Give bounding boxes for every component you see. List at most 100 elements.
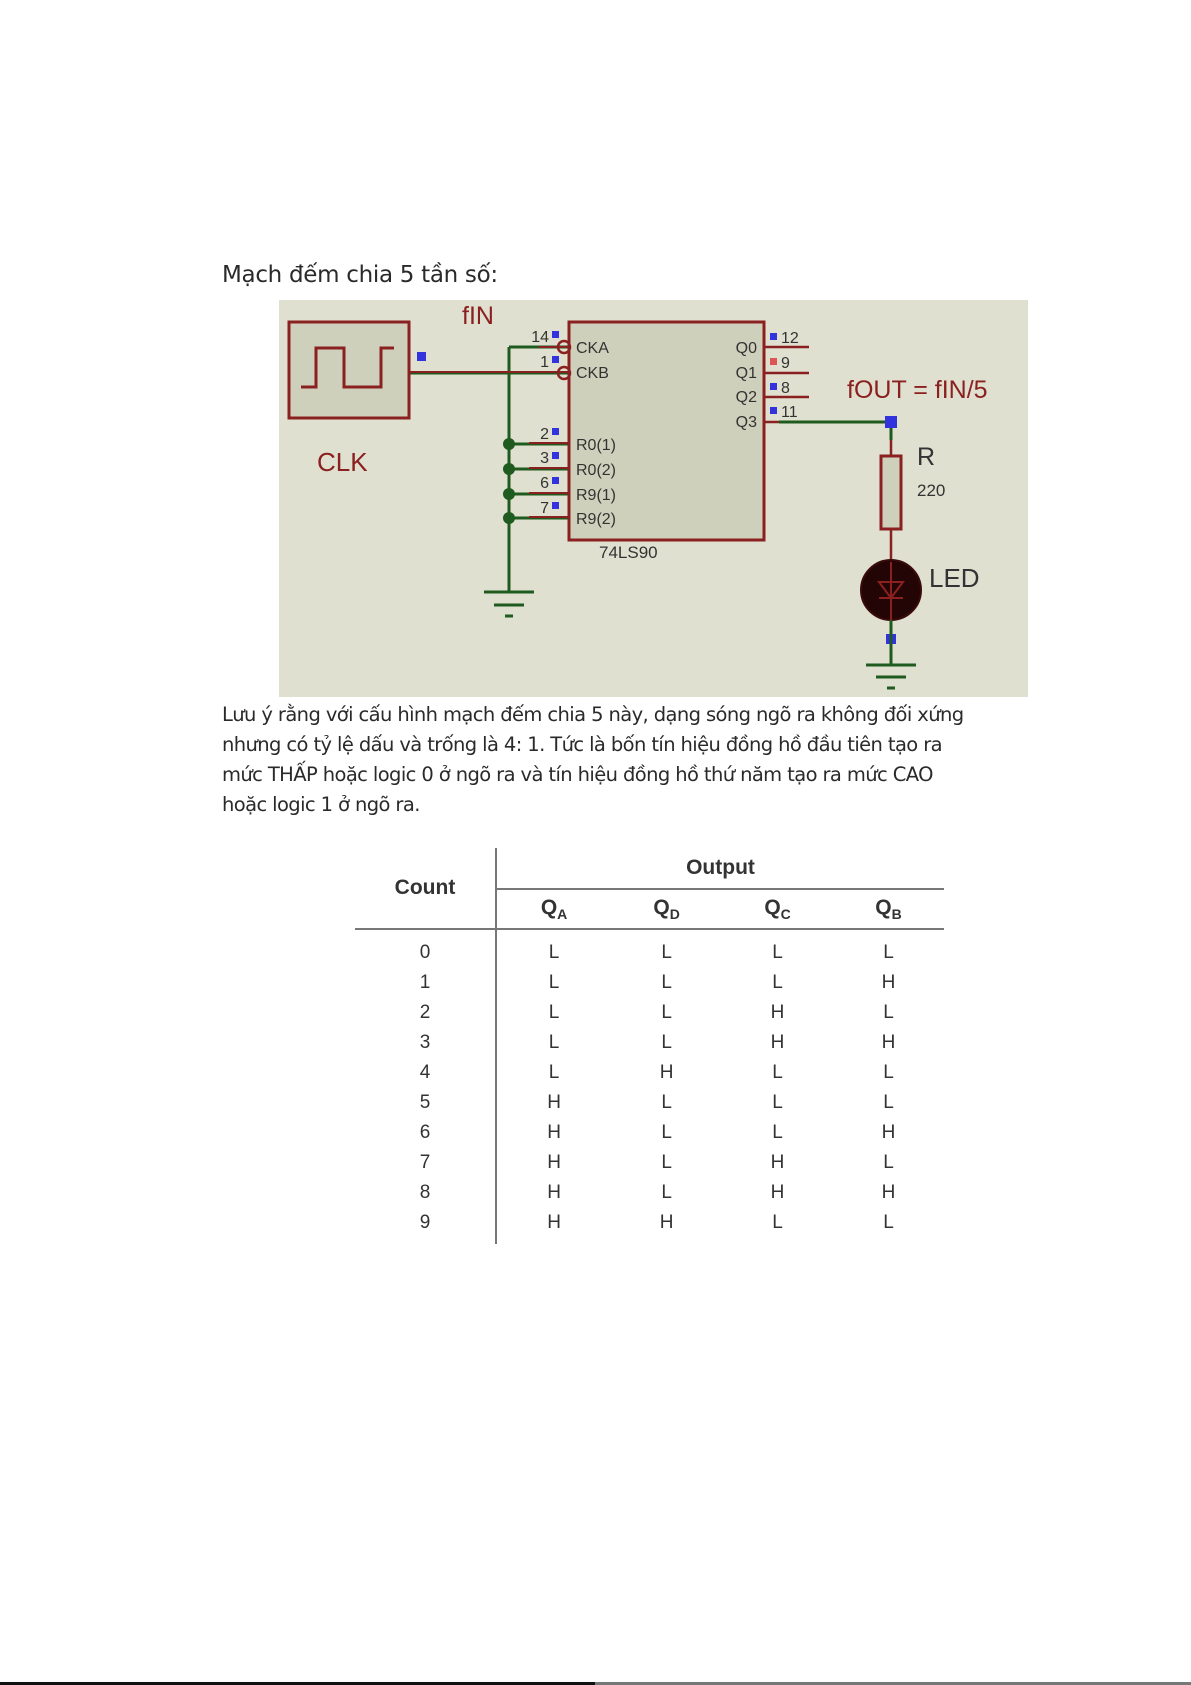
junction-dots (503, 438, 515, 524)
output-cell: H (659, 1212, 674, 1233)
output-cell: L (494, 929, 612, 968)
resistor-value: 220 (917, 481, 945, 500)
output-header: Output (495, 848, 944, 890)
count-cell: 1 (419, 972, 431, 993)
count-cell: 9 (419, 1212, 431, 1233)
pin-number: 14 (531, 329, 549, 346)
paragraph-line: Lưu ý rằng với cấu hình mạch đếm chia 5 … (222, 703, 964, 726)
output-cell: H (881, 972, 896, 993)
count-cell: 5 (419, 1092, 431, 1113)
resistor-label: R (917, 443, 935, 471)
clock-source-icon (287, 320, 411, 420)
circuit-schematic: fIN CLK 74LS90 fOUT = fIN/5 R 220 LED 14… (279, 300, 1028, 697)
paragraph-line: hoặc logic 1 ở ngõ ra. (222, 793, 420, 816)
table-row: 0 L L L L (355, 929, 944, 968)
pin-number: 1 (540, 354, 549, 371)
output-cell: L (883, 1002, 894, 1023)
pin-number: 6 (540, 475, 549, 492)
pin-number: 7 (540, 500, 549, 517)
pin-name: R0(2) (576, 462, 616, 479)
output-cell: H (494, 1118, 612, 1148)
count-cell: 8 (419, 1182, 431, 1203)
output-cell: H (494, 1088, 612, 1118)
count-cell: 3 (419, 1032, 431, 1053)
output-cell: H (881, 1122, 896, 1143)
count-header: Count (355, 848, 496, 930)
page-bottom-edge (0, 1682, 1191, 1685)
led-label: LED (929, 563, 980, 593)
paragraph-line: nhưng có tỷ lệ dấu và trống là 4: 1. Tức… (222, 733, 943, 756)
fout-label: fOUT = fIN/5 (847, 376, 988, 404)
output-cell: L (494, 968, 612, 998)
output-cell: L (494, 1028, 612, 1058)
pin-number: 9 (781, 355, 790, 372)
output-cell: H (881, 1032, 896, 1053)
count-cell: 7 (419, 1152, 431, 1173)
clk-label: CLK (317, 447, 368, 477)
output-cell: H (770, 1182, 785, 1203)
pin-name: R0(1) (576, 437, 616, 454)
output-cell: L (772, 972, 783, 993)
chip-label: 74LS90 (599, 543, 658, 562)
pin-number: 3 (540, 450, 549, 467)
pin-name: Q0 (736, 340, 757, 357)
led-icon (860, 559, 922, 621)
pin-number: 11 (781, 404, 798, 421)
column-header-qb: QB (833, 889, 944, 930)
pin-marker (417, 352, 426, 361)
table-row: 2 L L H L (355, 998, 944, 1028)
output-cell: L (772, 942, 783, 963)
output-cell: L (883, 942, 894, 963)
output-cell: L (772, 1062, 783, 1083)
count-cell: 2 (419, 1002, 431, 1023)
output-cell: L (883, 1212, 894, 1233)
count-cell: 0 (419, 942, 431, 963)
output-cell: L (494, 998, 612, 1028)
pin-name: R9(1) (576, 487, 616, 504)
column-header-qc: QC (722, 889, 834, 930)
output-cell: H (494, 1208, 612, 1244)
column-header-qd: QD (611, 889, 723, 930)
output-cell: L (772, 1122, 783, 1143)
resistor-icon (879, 454, 903, 531)
fin-label: fIN (462, 302, 494, 330)
ground-symbol-left (484, 590, 534, 618)
output-cell: L (661, 1092, 672, 1113)
explanation-paragraph: Lưu ý rằng với cấu hình mạch đếm chia 5 … (222, 700, 1082, 820)
output-cell: L (661, 1182, 672, 1203)
pin-name: Q2 (736, 389, 757, 406)
output-cell: L (883, 1152, 894, 1173)
output-cell: H (881, 1182, 896, 1203)
section-heading: Mạch đếm chia 5 tần số: (222, 262, 498, 288)
output-cell: L (883, 1092, 894, 1113)
output-cell: H (659, 1062, 674, 1083)
column-header-qa: QA (494, 889, 612, 930)
pin-name: CKB (576, 365, 609, 382)
output-cell: H (770, 1152, 785, 1173)
paragraph-line: mức THẤP hoặc logic 0 ở ngõ ra và tín hi… (222, 763, 934, 786)
pin-name: Q3 (736, 414, 757, 431)
inversion-bubble-cka (556, 339, 572, 355)
pin-number: 8 (781, 380, 790, 397)
pin-name: CKA (576, 340, 609, 357)
ground-symbol-right (866, 663, 916, 690)
output-cell: H (494, 1148, 612, 1178)
output-cell: L (661, 1032, 672, 1053)
schematic-drawing: fIN CLK 74LS90 fOUT = fIN/5 R 220 LED 14… (287, 302, 988, 690)
output-cell: H (770, 1002, 785, 1023)
output-cell: L (661, 1002, 672, 1023)
output-cell: L (661, 1152, 672, 1173)
count-cell: 6 (419, 1122, 431, 1143)
chip-74ls90 (567, 320, 766, 542)
output-cell: L (661, 942, 672, 963)
output-cell: L (494, 1058, 612, 1088)
table-row: 7 H L H L (355, 1148, 944, 1178)
